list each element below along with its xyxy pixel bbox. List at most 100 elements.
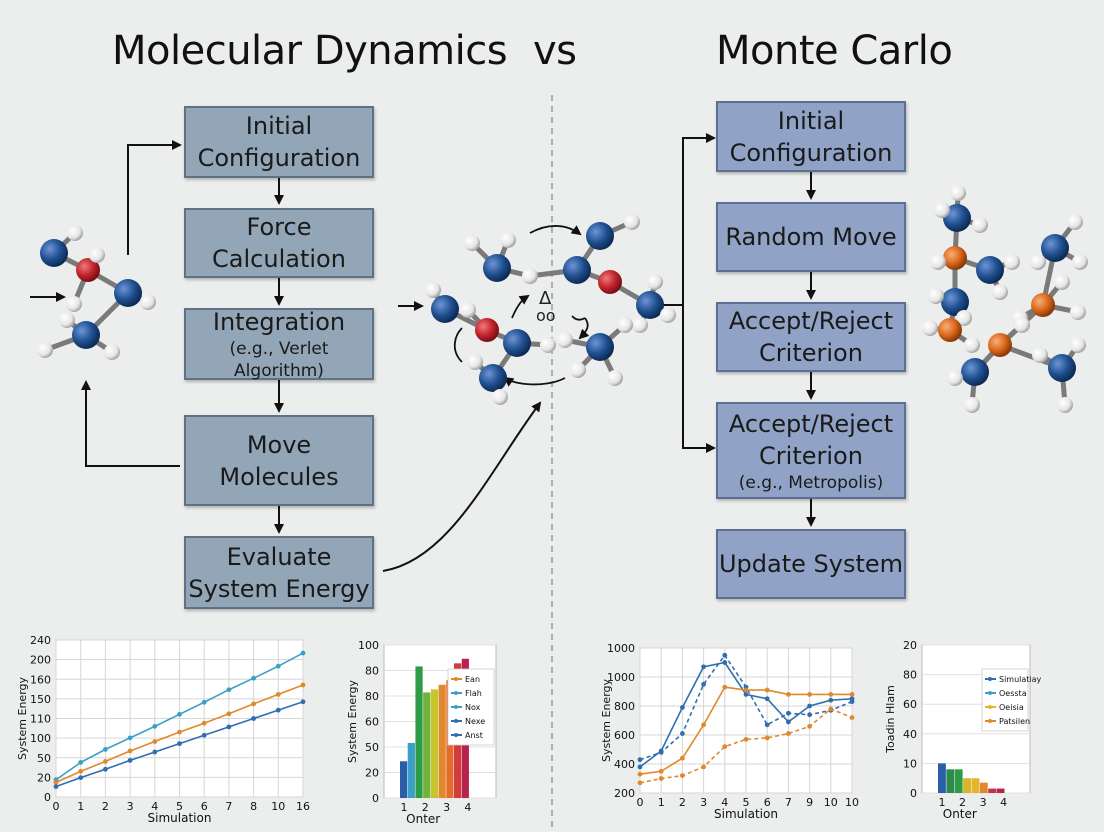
x-tick-label: 0 — [53, 800, 60, 813]
data-point — [786, 710, 791, 716]
legend-marker — [988, 719, 992, 723]
data-point — [680, 705, 685, 710]
bar — [946, 769, 955, 793]
legend-marker — [454, 705, 458, 709]
atom — [563, 256, 591, 284]
data-point — [53, 784, 59, 789]
data-point — [275, 663, 281, 669]
data-point — [300, 699, 306, 705]
atom — [943, 246, 967, 270]
atom — [89, 247, 105, 263]
md-box-move-molecules: Move Molecules — [184, 415, 374, 506]
y-tick-label: 60 — [903, 698, 917, 711]
legend-label: Ean — [465, 675, 480, 684]
y-tick-label: 60 — [365, 716, 379, 729]
data-point — [127, 748, 133, 754]
x-tick-label: 1 — [939, 796, 946, 809]
y-tick-label: 100 — [30, 732, 51, 745]
data-point — [103, 746, 108, 752]
atom — [1031, 293, 1055, 317]
data-point — [680, 731, 685, 736]
bar — [938, 763, 946, 793]
x-tick-label: 4 — [464, 801, 471, 814]
data-point — [177, 741, 182, 747]
data-point — [743, 736, 749, 742]
data-point — [701, 722, 706, 728]
atom — [660, 307, 676, 323]
atom — [503, 329, 531, 357]
atom — [522, 268, 538, 284]
center-molecule-a — [425, 282, 556, 405]
md-box-initial-configuration: Initial Configuration — [184, 106, 374, 178]
atom — [586, 333, 614, 361]
x-tick-label: 3 — [127, 800, 134, 813]
atom — [425, 282, 441, 298]
legend-label: Anst — [465, 731, 483, 740]
data-point — [701, 764, 706, 770]
atom — [964, 337, 980, 353]
atom — [570, 362, 586, 378]
atom — [464, 235, 480, 251]
data-point — [637, 764, 643, 770]
data-point — [807, 703, 812, 709]
atom — [467, 354, 483, 370]
atom — [1070, 337, 1086, 353]
data-point — [764, 696, 770, 702]
atom — [104, 344, 120, 360]
md-loop-arrows — [30, 140, 542, 572]
x-axis-label: Simulation — [148, 811, 212, 825]
atom — [1030, 254, 1046, 270]
data-point — [78, 760, 84, 765]
atom — [607, 370, 623, 386]
legend-label: Nexe — [465, 717, 485, 726]
md-box-evaluate-line2: System Energy — [188, 574, 370, 603]
data-point — [251, 701, 256, 707]
data-point — [127, 757, 133, 763]
x-tick-label: 1 — [77, 800, 84, 813]
data-point — [201, 720, 207, 726]
bar — [963, 778, 971, 793]
atom — [928, 288, 944, 304]
y-axis-label: System Energy — [600, 678, 613, 762]
atom — [938, 318, 962, 342]
data-point — [658, 750, 664, 755]
data-point — [177, 711, 182, 717]
atom — [460, 302, 476, 318]
x-tick-label: 3 — [443, 801, 450, 814]
y-tick-label: 20 — [903, 639, 917, 652]
x-axis-label: Simulation — [714, 807, 778, 821]
x-tick-label: 4 — [1000, 796, 1007, 809]
atom — [483, 254, 511, 282]
y-axis-label: System Energy — [16, 676, 29, 760]
y-tick-label: 0 — [372, 792, 379, 805]
data-point — [743, 692, 749, 697]
atom — [76, 258, 100, 282]
atom — [540, 337, 556, 353]
data-point — [701, 681, 706, 687]
bar — [988, 788, 997, 793]
atom — [941, 288, 969, 316]
mc-box-random-move: Random Move — [716, 202, 906, 272]
x-tick-label: 2 — [422, 801, 429, 814]
x-tick-label: 1 — [658, 796, 665, 809]
atom — [950, 185, 966, 201]
legend-marker — [988, 677, 992, 681]
data-point — [807, 723, 812, 729]
data-point — [807, 692, 812, 697]
data-point — [764, 722, 770, 728]
mc-box-initial-line2: Configuration — [729, 138, 893, 167]
atom — [617, 317, 633, 333]
data-point — [78, 775, 84, 781]
y-tick-label: 110 — [30, 713, 51, 726]
atom — [930, 254, 946, 270]
y-tick-label: 0 — [44, 791, 51, 804]
atom — [647, 274, 663, 290]
data-point — [786, 719, 791, 725]
x-tick-label: 7 — [785, 796, 792, 809]
data-point — [637, 771, 643, 777]
y-axis-label: Toadin Hlam — [884, 685, 897, 754]
